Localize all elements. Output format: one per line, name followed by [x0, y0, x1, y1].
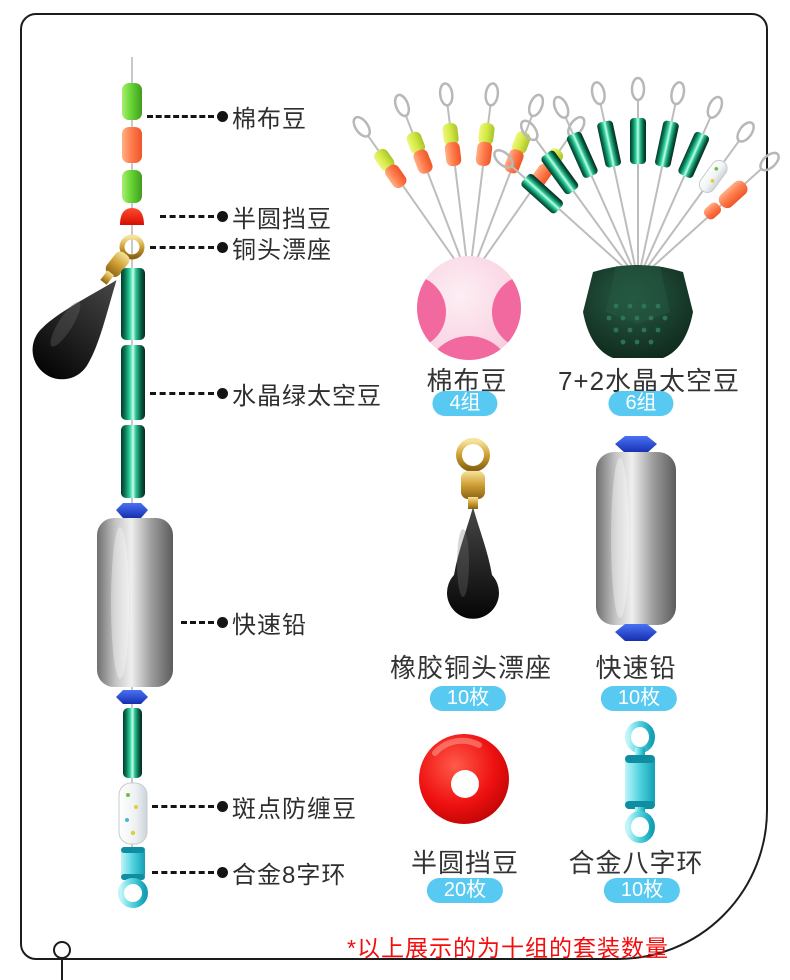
crystal-green-space-beans-icon — [121, 268, 145, 498]
callout-half-round-stopper: 半圆挡豆 — [160, 202, 332, 233]
product-name-stopper: 半圆挡豆 — [410, 848, 520, 878]
leader-dot — [217, 210, 228, 222]
callout-label: 斑点防缠豆 — [232, 795, 357, 823]
alloy-ring-photo — [625, 721, 655, 843]
leader-line — [160, 214, 214, 218]
callout-label: 半圆挡豆 — [232, 205, 332, 233]
footnote-text: *以上展示的为十组的套装数量 — [347, 935, 669, 961]
leader-dot — [217, 800, 228, 812]
wire-fan — [493, 76, 780, 281]
leader-dot — [217, 110, 228, 122]
qty-badge-cotton-bead: 4组 — [432, 391, 498, 416]
callout-anti-tangle-bead: 斑点防缠豆 — [152, 792, 357, 823]
cotton-beads-icon — [122, 83, 142, 203]
quick-lead-photo — [596, 436, 676, 641]
brass-float-seat-icon — [32, 234, 145, 380]
leader-line — [150, 245, 214, 249]
pin-line-decoration — [61, 957, 63, 980]
quick-lead-icon — [97, 503, 173, 704]
leader-line — [150, 391, 214, 395]
callout-label: 水晶绿太空豆 — [232, 382, 382, 410]
qty-badge-stopper: 20枚 — [426, 878, 504, 903]
leader-line — [147, 114, 214, 118]
leader-dot — [217, 866, 228, 878]
qty-badge-quick-lead: 10枚 — [600, 686, 678, 711]
callout-float-seat: 铜头漂座 — [150, 233, 332, 264]
qty-badge-float-seat: 10枚 — [429, 686, 507, 711]
callout-label: 合金8字环 — [232, 861, 347, 889]
product-name-float-seat: 橡胶铜头漂座 — [389, 653, 553, 683]
half-round-stopper-icon — [120, 208, 144, 225]
float-seat-photo — [447, 438, 499, 619]
product-name-quick-lead: 快速铅 — [595, 653, 677, 683]
leader-line — [152, 804, 214, 808]
qty-badge-alloy-ring: 10枚 — [603, 878, 681, 903]
cotton-bead-set-photo — [352, 82, 586, 360]
space-bean-set-photo — [493, 76, 780, 358]
wire-fan — [352, 82, 586, 281]
leader-line — [152, 870, 214, 874]
space-bean-lower-icon — [123, 708, 142, 778]
product-name-alloy-ring: 合金八字环 — [568, 848, 704, 878]
callout-label: 铜头漂座 — [232, 236, 332, 264]
callout-label: 棉布豆 — [232, 105, 307, 133]
callout-cotton-bead: 棉布豆 — [147, 102, 307, 133]
pin-circle-decoration — [53, 941, 71, 959]
callout-label: 快速铅 — [232, 611, 307, 639]
callout-space-beans: 水晶绿太空豆 — [150, 379, 382, 410]
leader-dot — [217, 616, 228, 628]
leader-dot — [217, 241, 228, 253]
poster-frame-border — [20, 13, 768, 960]
qty-badge-space-beans: 6组 — [608, 391, 674, 416]
callout-alloy-ring: 合金8字环 — [152, 858, 346, 889]
callout-quick-lead: 快速铅 — [181, 608, 307, 639]
green-holder-ball — [583, 265, 693, 358]
half-round-stopper-photo — [419, 734, 509, 824]
speckled-anti-tangle-bead-icon — [118, 782, 148, 845]
rig-assembly-illustration — [32, 57, 173, 908]
leader-line — [181, 620, 214, 624]
leader-dot — [217, 387, 228, 399]
alloy-8-ring-icon — [118, 847, 148, 908]
